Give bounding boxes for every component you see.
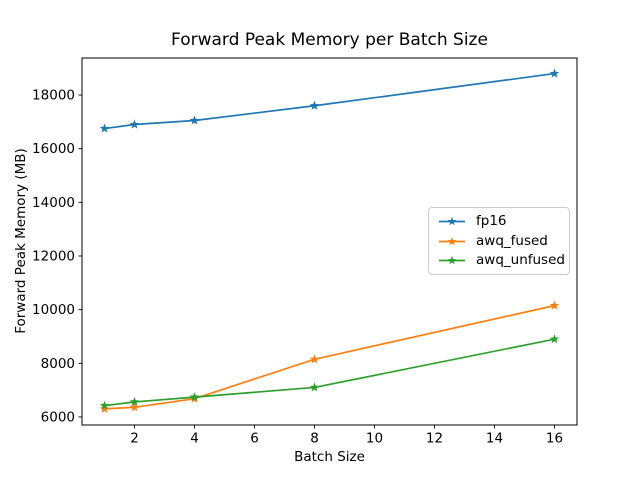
series-line-awq_unfused — [103, 338, 556, 407]
data-point-fp16 — [99, 123, 110, 133]
data-point-awq_unfused — [129, 396, 140, 406]
data-point-awq_unfused — [99, 400, 110, 410]
y-tick-label: 6000 — [41, 409, 75, 425]
y-tick-label: 12000 — [32, 248, 75, 264]
x-tick-label: 2 — [130, 431, 139, 447]
data-point-fp16 — [129, 119, 140, 129]
chart-title: Forward Peak Memory per Batch Size — [171, 30, 488, 50]
y-tick-label: 14000 — [32, 195, 75, 211]
x-tick-label: 10 — [366, 431, 383, 447]
y-tick-label: 16000 — [32, 141, 75, 157]
legend-entry-fp16: fp16 — [437, 214, 565, 229]
plot-area-border — [81, 57, 578, 426]
x-tick-label: 8 — [310, 431, 319, 447]
y-tick-label: 18000 — [32, 88, 75, 104]
data-point-fp16 — [189, 115, 200, 125]
y-tick-label: 10000 — [32, 302, 75, 318]
data-point-awq_fused — [99, 403, 110, 413]
legend: fp16 awq_fused awq_unfused — [428, 207, 570, 275]
x-tick-label: 16 — [546, 431, 563, 447]
x-tick-label: 14 — [486, 431, 503, 447]
x-tick-label: 4 — [190, 431, 199, 447]
legend-label: awq_fused — [476, 232, 548, 249]
legend-label: fp16 — [476, 213, 507, 229]
x-tick-label: 12 — [426, 431, 443, 447]
series-line-awq_fused — [103, 304, 556, 410]
data-point-awq_fused — [549, 300, 560, 310]
legend-entry-awq-fused: awq_fused — [437, 232, 565, 249]
legend-line-marker-icon — [439, 255, 465, 265]
data-point-awq_unfused — [309, 382, 320, 392]
x-tick-label: 6 — [250, 431, 259, 447]
y-axis-label: Forward Peak Memory (MB) — [13, 148, 29, 334]
y-tick-label: 8000 — [41, 356, 75, 372]
legend-line-marker-icon — [439, 216, 465, 226]
data-point-awq_unfused — [549, 334, 560, 344]
legend-label: awq_unfused — [476, 252, 565, 268]
data-point-awq_fused — [309, 354, 320, 364]
legend-entry-awq-unfused: awq_unfused — [437, 253, 565, 268]
data-point-fp16 — [309, 100, 320, 110]
series-line-fp16 — [103, 72, 556, 130]
data-point-awq_fused — [129, 402, 140, 412]
data-point-awq_unfused — [189, 392, 200, 402]
legend-line-marker-icon — [439, 236, 465, 245]
data-point-fp16 — [549, 68, 560, 78]
x-axis-label: Batch Size — [294, 449, 365, 465]
